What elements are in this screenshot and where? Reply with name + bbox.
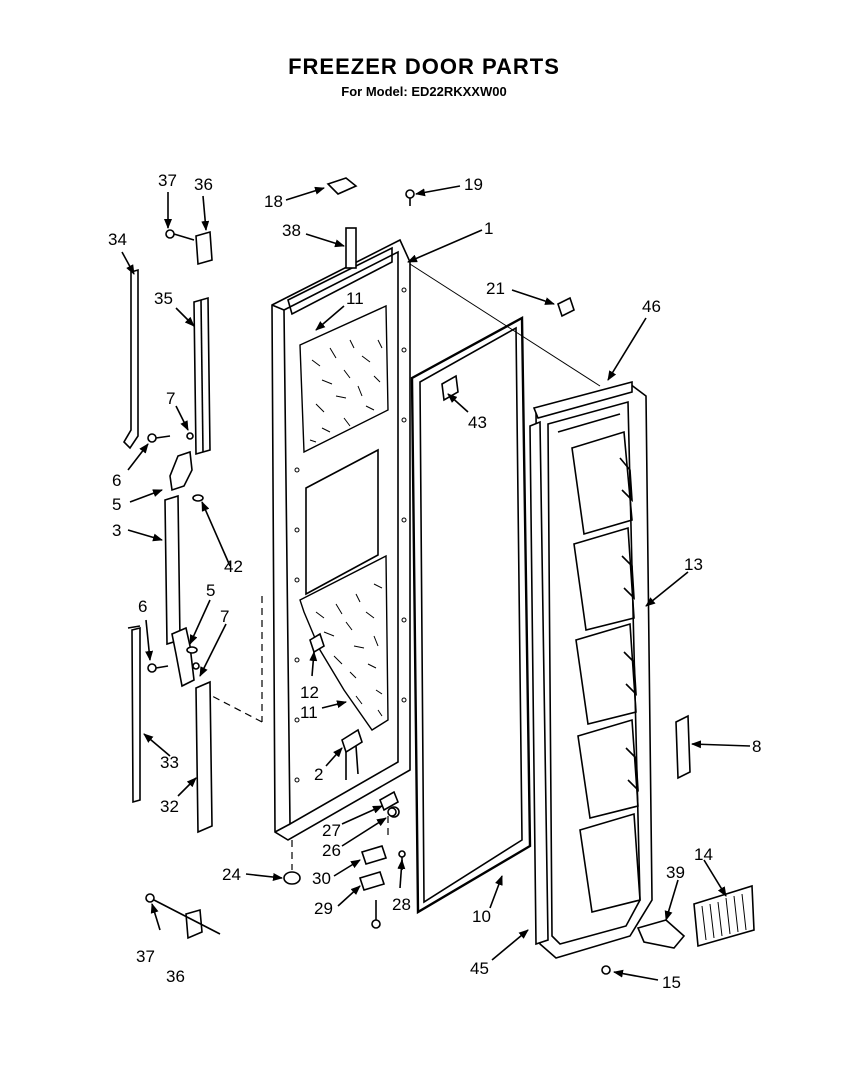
callout-label: 21 [486, 279, 505, 298]
small-parts [283, 177, 755, 975]
callout-label: 24 [222, 865, 241, 884]
callout-label: 14 [694, 845, 713, 864]
callout-label: 34 [108, 230, 127, 249]
callout-label: 39 [666, 863, 685, 882]
callout-label: 45 [470, 959, 489, 978]
callout-label: 3 [112, 521, 121, 540]
diagram-title: FREEZER DOOR PARTS [288, 54, 560, 79]
callout-label: 35 [154, 289, 173, 308]
callout-label: 8 [752, 737, 761, 756]
callout-label: 29 [314, 899, 333, 918]
callout-label: 26 [322, 841, 341, 860]
callout-label: 12 [300, 683, 319, 702]
callout-label: 15 [662, 973, 681, 992]
callout-label: 43 [468, 413, 487, 432]
callout-label: 6 [112, 471, 121, 490]
callout-label: 46 [642, 297, 661, 316]
callout-label: 28 [392, 895, 411, 914]
callout-label: 42 [224, 557, 243, 576]
callout-label: 5 [206, 581, 215, 600]
callout-label: 2 [314, 765, 323, 784]
callout-label: 32 [160, 797, 179, 816]
callout-label: 10 [472, 907, 491, 926]
model-subtitle: For Model: ED22RKXXW00 [341, 84, 507, 99]
callout-label: 7 [166, 389, 175, 408]
callout-label: 5 [112, 495, 121, 514]
callout-label: 37 [158, 171, 177, 190]
callout-label: 11 [300, 703, 318, 722]
callout-label: 6 [138, 597, 147, 616]
callout-label: 36 [194, 175, 213, 194]
callout-label: 38 [282, 221, 301, 240]
callout-label: 27 [322, 821, 341, 840]
door-panel-part [271, 227, 411, 841]
callout-leaders [121, 185, 751, 981]
callout-label: 1 [484, 219, 493, 238]
callout-label: 36 [166, 967, 185, 986]
callout-label: 19 [464, 175, 483, 194]
handle-parts [122, 229, 263, 940]
callout-label: 13 [684, 555, 703, 574]
callout-label: 30 [312, 869, 331, 888]
inner-liner-part [529, 380, 653, 959]
callout-label: 33 [160, 753, 179, 772]
callout-label: 7 [220, 607, 229, 626]
gasket-part [410, 315, 532, 915]
callout-label: 18 [264, 192, 283, 211]
callout-labels: 37 36 18 19 34 38 1 21 35 11 46 7 43 6 5… [108, 171, 761, 992]
callout-label: 11 [346, 289, 364, 308]
callout-label: 37 [136, 947, 155, 966]
